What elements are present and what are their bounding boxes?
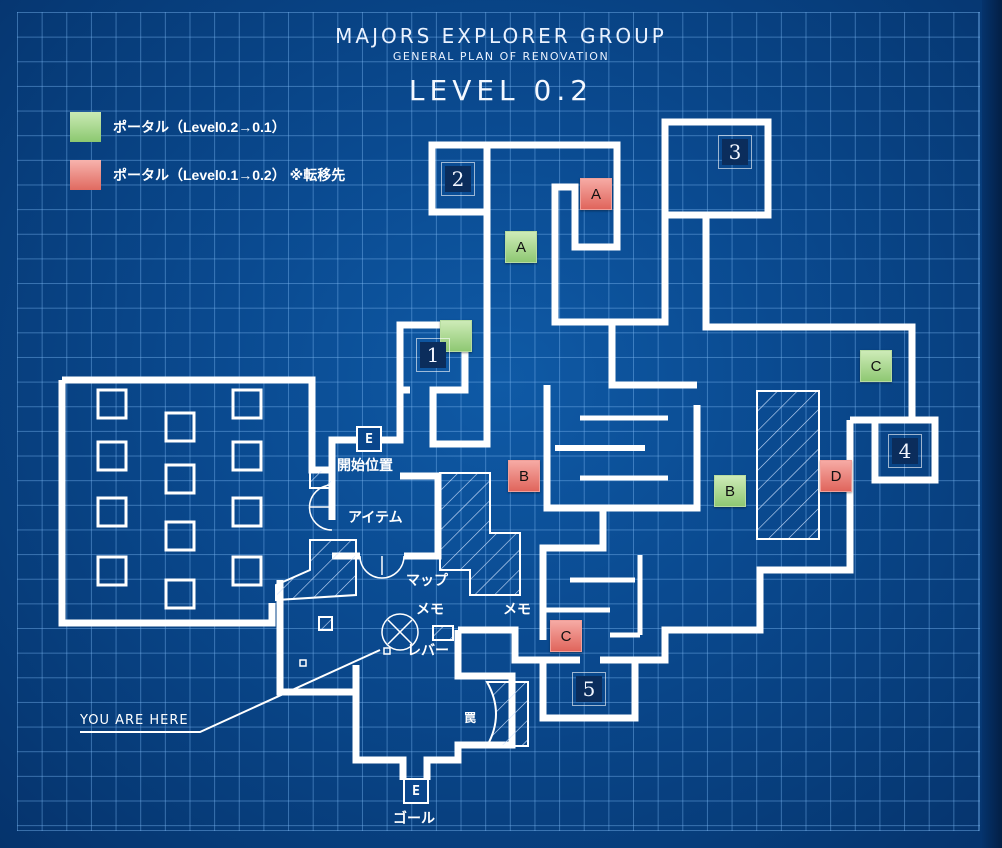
room-1[interactable]: 1 <box>416 338 450 372</box>
legend-label: ポータル（Level0.1→0.2） ※転移先 <box>113 167 346 183</box>
pillars <box>96 388 263 610</box>
organization-title: MAJORS EXPLORER GROUP <box>335 24 667 48</box>
memo-label-1: メモ <box>416 602 444 618</box>
portal-green-c[interactable]: C <box>860 350 892 382</box>
portal-red-a[interactable]: A <box>580 178 612 210</box>
memo-label-2: メモ <box>503 602 531 618</box>
room-5[interactable]: 5 <box>572 672 606 706</box>
portal-label: B <box>518 467 529 485</box>
legend-item-green: ポータル（Level0.2→0.1） <box>70 112 286 142</box>
portal-red-b[interactable]: B <box>508 460 540 492</box>
lever-label: レバー <box>407 643 449 659</box>
portal-label: B <box>724 482 735 500</box>
map-label: マップ <box>406 573 448 589</box>
portal-label: C <box>870 357 882 375</box>
start-position-label: 開始位置 <box>337 458 393 474</box>
level-title: LEVEL 0.2 <box>408 74 594 107</box>
start-exit-icon[interactable]: E <box>356 426 382 452</box>
portal-red-d[interactable]: D <box>820 460 852 492</box>
plan-subtitle: GENERAL PLAN OF RENOVATION <box>392 50 610 63</box>
goal-label: ゴール <box>393 811 435 827</box>
item-label: アイテム <box>348 510 403 526</box>
you-are-here-pointer <box>80 649 381 733</box>
legend-item-red: ポータル（Level0.1→0.2） ※転移先 <box>70 160 345 190</box>
portal-red-c[interactable]: C <box>550 620 582 652</box>
green-swatch <box>70 112 101 142</box>
partitions <box>545 415 668 638</box>
portal-label: A <box>515 238 526 256</box>
room-2[interactable]: 2 <box>441 162 475 196</box>
trap-label: 罠 <box>464 711 477 725</box>
portal-label: D <box>830 467 842 485</box>
hatched-areas <box>275 390 820 747</box>
doors <box>299 484 419 667</box>
portal-green-b[interactable]: B <box>714 475 746 507</box>
portal-label: C <box>560 627 572 645</box>
you-are-here-label: YOU ARE HERE <box>80 713 189 728</box>
goal-exit-icon[interactable]: E <box>403 778 429 804</box>
portal-green-a[interactable]: A <box>505 231 537 263</box>
room-4[interactable]: 4 <box>888 434 922 468</box>
red-swatch <box>70 160 101 190</box>
window-edge <box>982 0 1002 848</box>
room-3[interactable]: 3 <box>718 135 752 169</box>
portal-green-blank[interactable] <box>440 320 472 352</box>
portal-label: A <box>590 185 601 203</box>
legend-label: ポータル（Level0.2→0.1） <box>113 119 286 135</box>
